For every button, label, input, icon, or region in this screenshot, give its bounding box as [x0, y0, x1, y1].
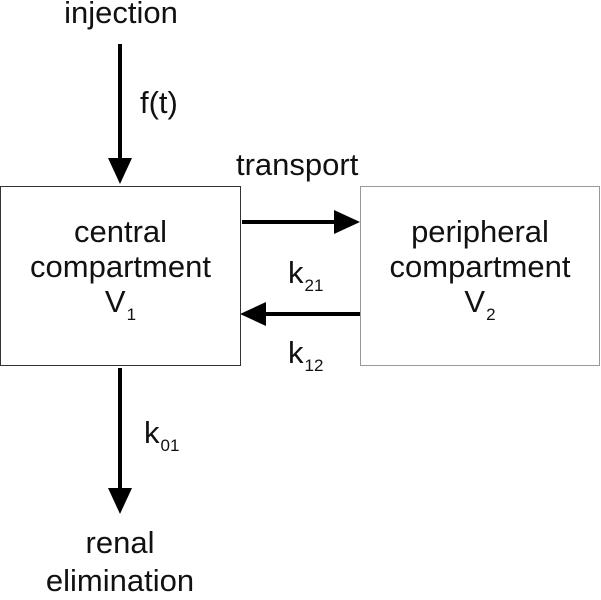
transport-arrow-right [242, 210, 360, 234]
transport-arrow-left [240, 302, 360, 326]
k01-base: k [144, 415, 160, 450]
peripheral-line1: peripheral [411, 214, 549, 249]
renal-label: renal [85, 525, 155, 560]
k01-label: k01 [144, 415, 180, 456]
central-volume-base: V [104, 284, 126, 319]
peripheral-volume-base: V [464, 284, 486, 319]
k12-sub: 12 [304, 356, 324, 375]
central-volume-sub: 1 [126, 305, 137, 324]
k01-sub: 01 [160, 436, 180, 455]
peripheral-volume-sub: 2 [486, 305, 496, 324]
transport-label: transport [236, 147, 359, 182]
central-line2: compartment [30, 249, 211, 284]
elimination-arrow [108, 368, 132, 514]
k21-label: k21 [288, 255, 324, 296]
input-rate-label: f(t) [140, 85, 178, 120]
k21-sub: 21 [304, 276, 324, 295]
central-line1: central [73, 214, 168, 249]
k12-label: k12 [288, 335, 324, 376]
peripheral-compartment-box: peripheral compartment V2 [360, 186, 600, 366]
peripheral-volume: V2 [361, 284, 599, 324]
k21-base: k [288, 255, 304, 290]
peripheral-line2: compartment [389, 249, 571, 284]
injection-arrow [108, 44, 132, 184]
central-compartment-box: central compartment V1 [0, 186, 241, 366]
elimination-label: elimination [45, 563, 195, 598]
central-volume: V1 [1, 284, 240, 324]
k12-base: k [288, 335, 304, 370]
injection-label: injection [64, 0, 178, 30]
